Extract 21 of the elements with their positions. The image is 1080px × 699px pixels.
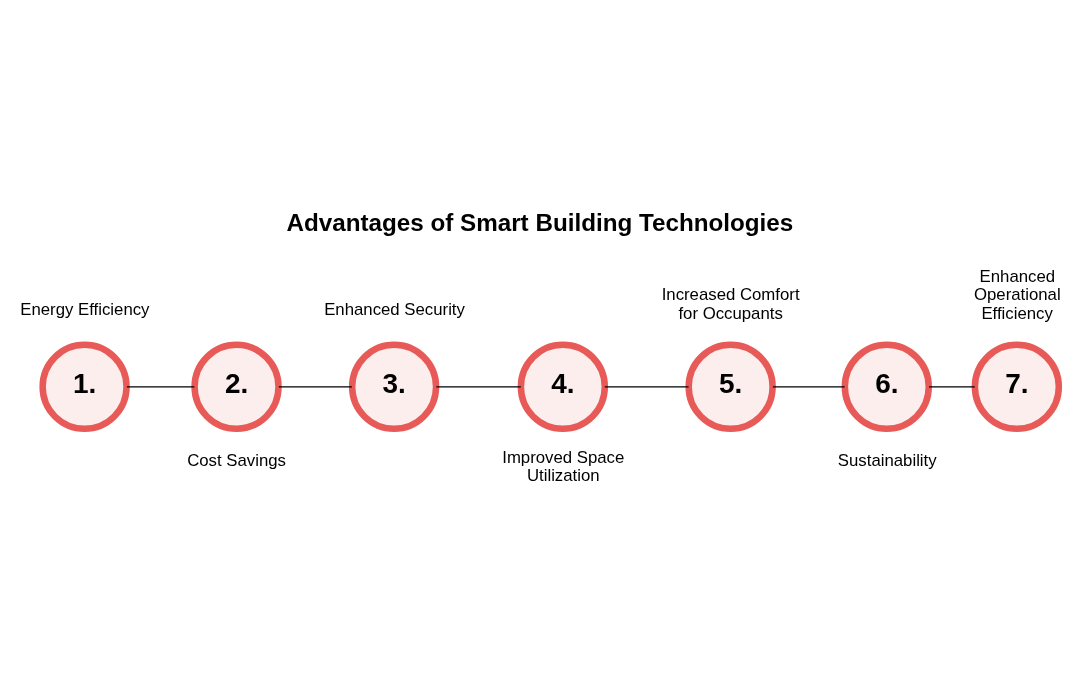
connector bbox=[604, 386, 690, 388]
node-label: Energy Efficiency bbox=[20, 300, 150, 320]
connector bbox=[928, 386, 976, 388]
node-label: Enhanced Security bbox=[324, 300, 465, 320]
node-circle: 6. bbox=[841, 341, 932, 432]
node-circle: 5. bbox=[685, 341, 776, 432]
node-circle: 2. bbox=[191, 341, 282, 432]
node-circle: 4. bbox=[517, 341, 609, 432]
node-circle: 1. bbox=[39, 341, 130, 432]
diagram-title: Advantages of Smart Building Technologies bbox=[286, 208, 794, 236]
node-label: Enhanced Operational Efficiency bbox=[973, 266, 1061, 324]
node-circle: 3. bbox=[348, 341, 440, 432]
node-label: Increased Comfort for Occupants bbox=[661, 285, 800, 324]
connector bbox=[278, 386, 353, 388]
node-label: Sustainability bbox=[837, 451, 937, 471]
connector bbox=[126, 386, 195, 388]
node-circle: 7. bbox=[971, 341, 1063, 432]
connector bbox=[435, 386, 522, 388]
node-label: Improved Space Utilization bbox=[502, 447, 625, 486]
connector bbox=[772, 386, 846, 388]
node-label: Cost Savings bbox=[187, 451, 286, 471]
